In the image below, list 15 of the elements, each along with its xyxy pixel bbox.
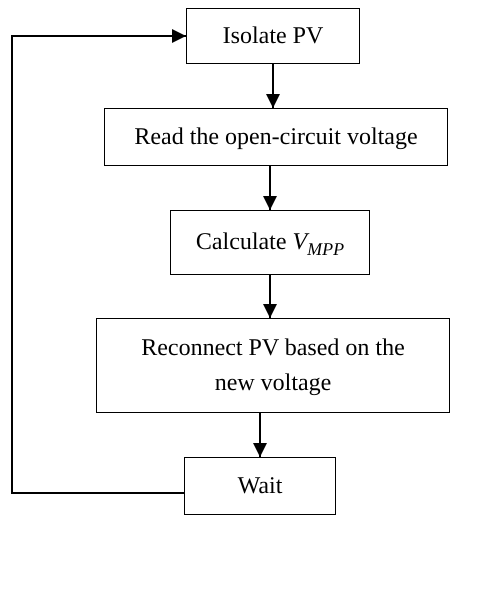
process-box — [186, 8, 360, 64]
process-box — [170, 210, 370, 275]
process-box — [104, 108, 448, 166]
arrow — [253, 413, 267, 457]
step-label: Wait — [238, 472, 282, 501]
process-box — [184, 457, 336, 515]
step-label: Isolate PV — [222, 22, 324, 51]
arrow — [266, 64, 280, 108]
step-label: Calculate V$_{MPP}$ — [196, 228, 344, 260]
arrow — [263, 275, 277, 318]
step-label: Read the open-circuit voltage — [134, 122, 418, 152]
process-box — [96, 318, 450, 413]
arrow — [263, 166, 277, 210]
step-label: Reconnect PV based on the new voltage — [140, 334, 406, 398]
arrow — [11, 29, 186, 494]
